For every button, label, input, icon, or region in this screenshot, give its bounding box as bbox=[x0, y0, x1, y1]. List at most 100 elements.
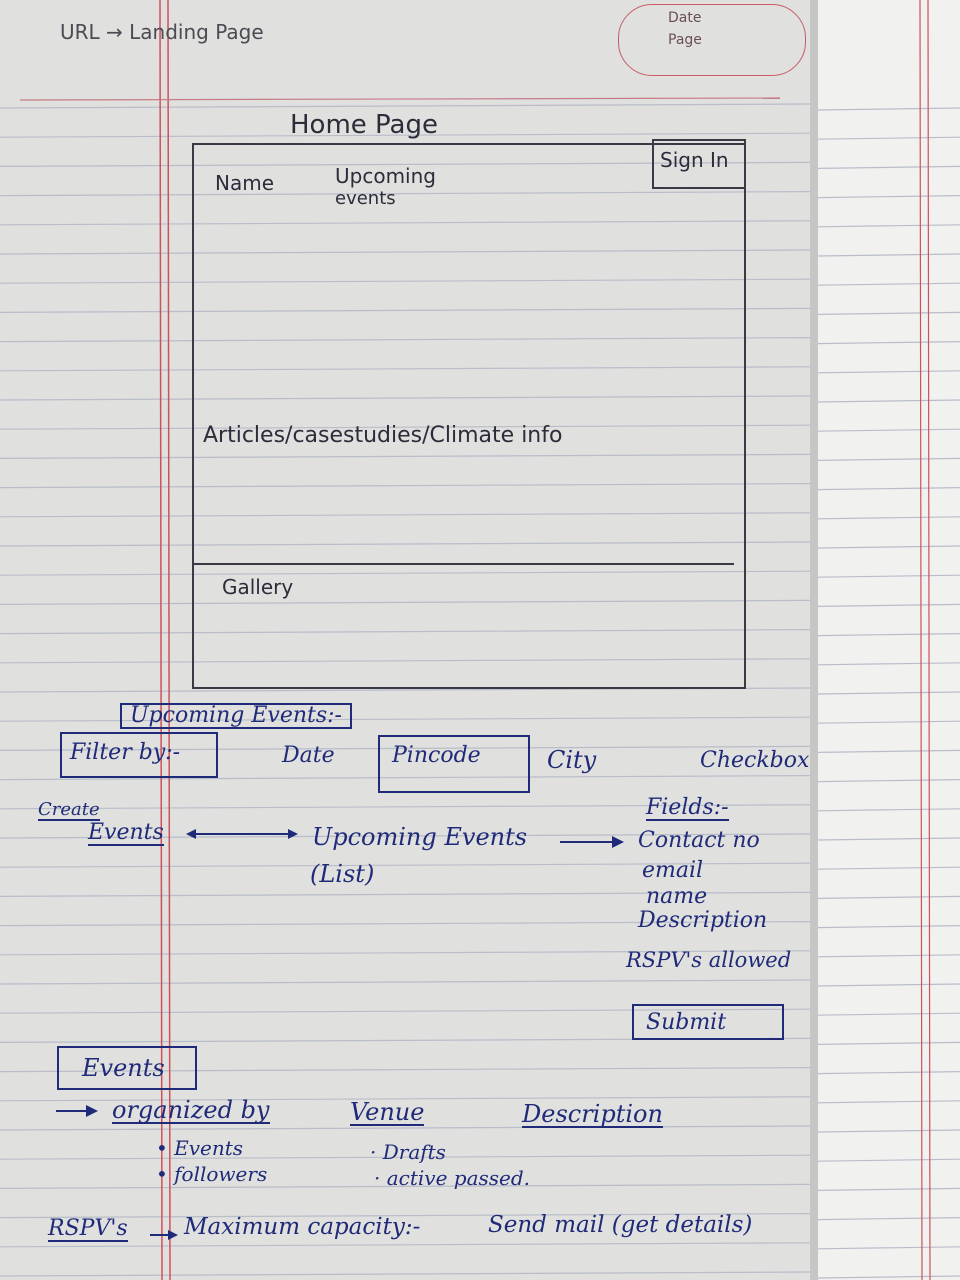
ruled-line bbox=[0, 658, 811, 664]
field-description: Description bbox=[638, 908, 768, 933]
description-label: Description bbox=[522, 1100, 663, 1128]
ruled-line bbox=[817, 341, 960, 345]
ruled-line bbox=[0, 249, 811, 255]
ruled-line bbox=[817, 603, 960, 607]
ruled-line bbox=[817, 516, 960, 520]
ruled-line bbox=[0, 1096, 811, 1102]
filter-date: Date bbox=[282, 743, 335, 768]
date-label: Date bbox=[668, 10, 702, 26]
ruled-line bbox=[817, 195, 960, 199]
ruled-line bbox=[817, 866, 960, 870]
arrow-right-icon-2 bbox=[56, 1105, 98, 1117]
ruled-line bbox=[817, 282, 960, 286]
ruled-line bbox=[0, 1242, 811, 1248]
ruled-line bbox=[0, 453, 811, 459]
ruled-line bbox=[817, 399, 960, 403]
ruled-line bbox=[817, 983, 960, 987]
filter-by-label: Filter by:- bbox=[70, 740, 181, 765]
ruled-line bbox=[0, 366, 811, 372]
top-line bbox=[19, 97, 781, 101]
ruled-line bbox=[817, 311, 960, 315]
venue-bullet-drafts: · Drafts bbox=[370, 1140, 446, 1164]
organized-item-events: Events bbox=[174, 1136, 244, 1160]
margin-line bbox=[159, 0, 163, 1280]
ruled-line bbox=[0, 1271, 811, 1277]
ruled-line bbox=[817, 779, 960, 783]
ruled-line bbox=[817, 1100, 960, 1104]
organized-by-label: organized by bbox=[112, 1096, 270, 1124]
venue-item-active: active passed. bbox=[386, 1166, 531, 1190]
ruled-line bbox=[817, 136, 960, 140]
ruled-line bbox=[817, 1129, 960, 1133]
organized-item-followers: followers bbox=[174, 1162, 268, 1186]
ruled-line bbox=[817, 1158, 960, 1162]
ruled-line bbox=[817, 662, 960, 666]
ruled-line bbox=[817, 487, 960, 491]
ruled-line bbox=[0, 804, 811, 810]
submit-box bbox=[632, 1004, 784, 1040]
ruled-line bbox=[0, 891, 811, 898]
filter-checkbox: Checkbox bbox=[700, 748, 810, 773]
venue-item-drafts: Drafts bbox=[382, 1140, 446, 1164]
ruled-line bbox=[817, 545, 960, 549]
field-rspv: RSPV's allowed bbox=[626, 948, 792, 972]
ruled-line bbox=[817, 1275, 960, 1279]
ruled-line bbox=[0, 424, 811, 430]
organized-bullet-events: • Events bbox=[156, 1136, 244, 1160]
ruled-line bbox=[0, 191, 811, 197]
ruled-line bbox=[817, 224, 960, 228]
gallery-divider bbox=[194, 563, 734, 565]
arrow-right-icon-3 bbox=[150, 1230, 178, 1240]
ruled-line bbox=[817, 749, 960, 753]
ruled-line bbox=[817, 370, 960, 374]
ruled-line bbox=[817, 107, 960, 111]
sign-in-box bbox=[652, 139, 746, 189]
pincode-box bbox=[378, 735, 530, 793]
ruled-line bbox=[817, 1246, 960, 1250]
ruled-line bbox=[817, 457, 960, 461]
ruled-line bbox=[0, 745, 811, 752]
ruled-line bbox=[0, 570, 811, 576]
filter-city: City bbox=[547, 746, 597, 774]
ruled-line bbox=[817, 574, 960, 578]
ruled-line bbox=[0, 307, 811, 313]
double-arrow-icon bbox=[186, 829, 298, 839]
ruled-line bbox=[0, 1154, 811, 1160]
ruled-line bbox=[0, 337, 811, 343]
venue-bullet-active: · active passed. bbox=[374, 1166, 531, 1190]
margin-line bbox=[919, 0, 923, 1280]
ruled-line bbox=[0, 950, 811, 956]
margin-line bbox=[927, 0, 931, 1280]
ruled-line bbox=[0, 833, 811, 839]
ruled-line bbox=[817, 633, 960, 637]
ruled-line bbox=[0, 599, 811, 606]
filter-by-box bbox=[60, 732, 218, 778]
date-page-stamp bbox=[618, 4, 806, 76]
field-email: email bbox=[642, 858, 704, 883]
ruled-line bbox=[817, 720, 960, 724]
create-label: Create bbox=[38, 799, 100, 821]
organized-bullet-followers: • followers bbox=[156, 1162, 268, 1186]
ruled-line bbox=[0, 220, 811, 226]
ruled-line bbox=[0, 716, 811, 722]
ruled-line bbox=[0, 1125, 811, 1131]
upcoming-events-heading: Upcoming Events:- bbox=[120, 703, 352, 729]
name-label: Name bbox=[215, 171, 275, 195]
max-capacity-label: Maximum capacity:- bbox=[184, 1214, 421, 1240]
articles-label: Articles/casestudies/Climate info bbox=[203, 423, 563, 448]
ruled-line bbox=[0, 1008, 811, 1014]
field-contact: Contact no bbox=[638, 828, 760, 853]
home-page-title: Home Page bbox=[290, 110, 438, 140]
ruled-line bbox=[817, 837, 960, 841]
ruled-line bbox=[817, 1071, 960, 1075]
filter-pincode: Pincode bbox=[392, 743, 481, 768]
send-mail-label: Send mail (get details) bbox=[488, 1212, 753, 1238]
ruled-line bbox=[0, 1183, 811, 1190]
sign-in-label: Sign In bbox=[660, 148, 729, 172]
page-label: Page bbox=[668, 32, 702, 48]
gallery-label: Gallery bbox=[222, 575, 294, 599]
ruled-line bbox=[817, 1187, 960, 1191]
field-name: name bbox=[646, 884, 708, 909]
ruled-line bbox=[817, 808, 960, 812]
